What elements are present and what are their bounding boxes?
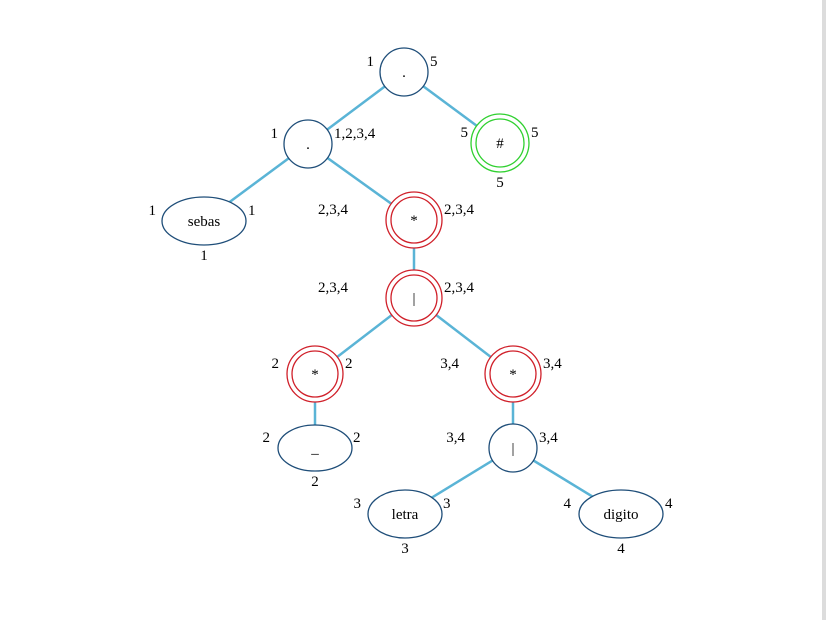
node-shape xyxy=(385,191,443,249)
node-label: | xyxy=(511,441,514,457)
node-label: digito xyxy=(603,507,638,523)
position-label: 5 xyxy=(496,175,504,191)
tree-node: letra 3 3 3 xyxy=(354,489,451,557)
firstpos-label: 3 xyxy=(354,496,362,512)
tree-node: * 2,3,4 2,3,4 xyxy=(318,191,475,249)
lastpos-label: 2,3,4 xyxy=(444,202,475,218)
node-inner-ring xyxy=(390,274,438,322)
tree-node: | 3,4 3,4 xyxy=(446,423,558,473)
firstpos-label: 2,3,4 xyxy=(318,280,349,296)
position-label: 2 xyxy=(311,474,319,490)
tree-node: * 3,4 3,4 xyxy=(440,345,562,403)
firstpos-label: 4 xyxy=(564,496,572,512)
nodes-layer: . 1 5. 1 1,2,3,4 #5 5 5 sebas 1 1 1 * 2,3,4 2,3,4 | 2,3,… xyxy=(149,47,673,557)
node-label: * xyxy=(311,367,319,383)
node-shape xyxy=(578,489,664,539)
node-shape xyxy=(277,424,353,472)
firstpos-label: 1 xyxy=(367,54,375,70)
position-label: 3 xyxy=(401,541,409,557)
tree-node: | 2,3,4 2,3,4 xyxy=(318,269,475,327)
node-label: _ xyxy=(310,441,319,457)
node-label: letra xyxy=(392,507,419,523)
node-shape xyxy=(286,345,344,403)
node-label: . xyxy=(402,65,406,81)
lastpos-label: 3 xyxy=(443,496,451,512)
node-shape xyxy=(484,345,542,403)
tree-node: sebas 1 1 1 xyxy=(149,196,256,264)
firstpos-label: 2,3,4 xyxy=(318,202,349,218)
node-shape xyxy=(161,196,247,246)
firstpos-label: 3,4 xyxy=(440,356,459,372)
firstpos-label: 1 xyxy=(149,203,157,219)
node-inner-ring xyxy=(291,350,339,398)
node-label: | xyxy=(412,291,415,307)
lastpos-label: 1,2,3,4 xyxy=(334,126,376,142)
node-shape xyxy=(385,269,443,327)
firstpos-label: 2 xyxy=(263,430,271,446)
tree-node: . 1 5 xyxy=(367,47,438,97)
lastpos-label: 3,4 xyxy=(539,430,558,446)
tree-node: * 2 2 xyxy=(272,345,353,403)
firstpos-label: 1 xyxy=(271,126,279,142)
firstpos-label: 5 xyxy=(461,125,469,141)
lastpos-label: 5 xyxy=(531,125,539,141)
position-label: 4 xyxy=(617,541,625,557)
node-shape xyxy=(379,47,429,97)
window-border xyxy=(822,0,826,620)
node-shape xyxy=(367,489,443,539)
node-shape xyxy=(283,119,333,169)
tree-node: #5 5 5 xyxy=(461,113,539,191)
tree-node: . 1 1,2,3,4 xyxy=(271,119,376,169)
node-inner-ring xyxy=(489,350,537,398)
node-inner-ring xyxy=(390,196,438,244)
tree-node: digito 4 4 4 xyxy=(564,489,673,557)
node-label: . xyxy=(306,137,310,153)
lastpos-label: 1 xyxy=(248,203,256,219)
lastpos-label: 2 xyxy=(345,356,353,372)
node-shape xyxy=(470,113,530,173)
firstpos-label: 2 xyxy=(272,356,280,372)
node-label: sebas xyxy=(188,214,221,230)
lastpos-label: 2,3,4 xyxy=(444,280,475,296)
firstpos-label: 3,4 xyxy=(446,430,465,446)
node-label: * xyxy=(410,213,418,229)
node-inner-ring xyxy=(475,118,525,168)
node-shape xyxy=(488,423,538,473)
node-label: # xyxy=(496,136,504,152)
lastpos-label: 2 xyxy=(353,430,361,446)
lastpos-label: 4 xyxy=(665,496,673,512)
lastpos-label: 3,4 xyxy=(543,356,562,372)
tree-node: _ 2 2 2 xyxy=(263,424,361,490)
lastpos-label: 5 xyxy=(430,54,438,70)
position-label: 1 xyxy=(200,248,208,264)
node-label: * xyxy=(509,367,517,383)
